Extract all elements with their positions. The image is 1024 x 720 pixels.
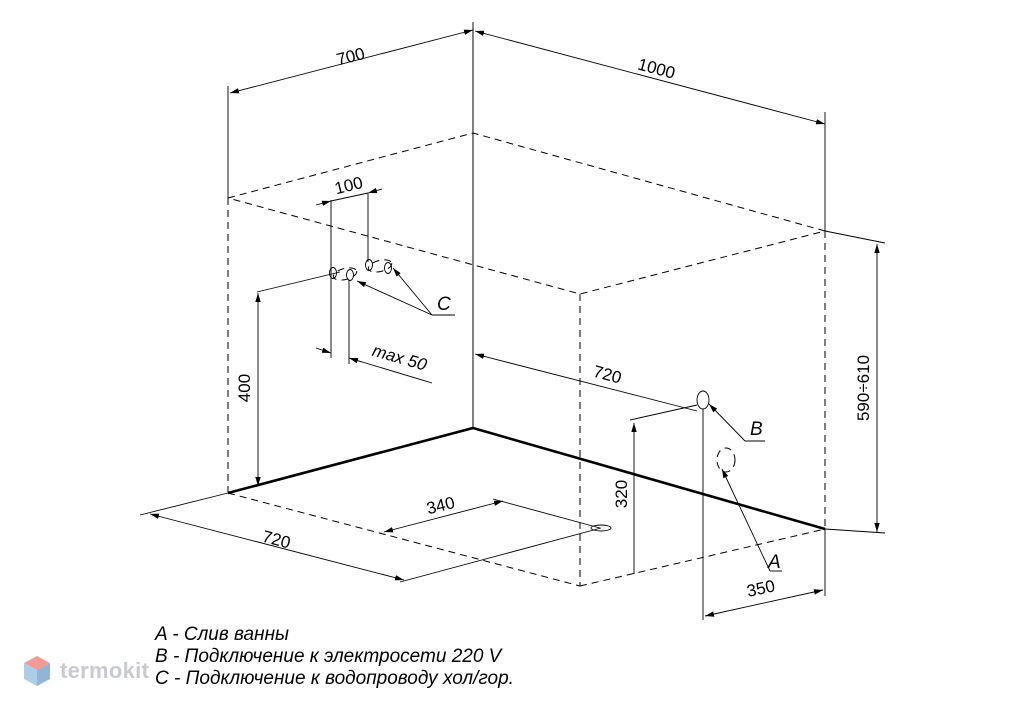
cube-logo-icon bbox=[24, 656, 50, 686]
dimension-max50: max 50 bbox=[315, 341, 433, 384]
dim-350-label: 350 bbox=[745, 576, 777, 600]
dim-720-bottom-label: 720 bbox=[260, 527, 292, 553]
legend-item-c: C - Подключение к водопроводу хол/гор. bbox=[155, 668, 514, 689]
room-walls bbox=[227, 28, 826, 531]
dimension-720-bottom: 720 bbox=[139, 492, 602, 583]
legend: A - Слив ванны B - Подключение к электро… bbox=[155, 624, 514, 690]
dim-590-610-label: 590÷610 bbox=[854, 355, 873, 421]
dim-400-label: 400 bbox=[235, 374, 254, 402]
dim-320-label: 320 bbox=[612, 480, 631, 508]
dim-max50-label: max 50 bbox=[370, 341, 429, 375]
bathtub-outline bbox=[227, 132, 827, 587]
electric-connection: B bbox=[696, 390, 765, 620]
label-c-leader: C bbox=[356, 267, 455, 316]
label-b: B bbox=[750, 419, 763, 440]
drain-connection: A bbox=[590, 447, 782, 573]
dimension-350: 350 bbox=[704, 529, 826, 617]
legend-item-a: A - Слив ванны bbox=[155, 624, 290, 645]
brand-name: termokit bbox=[60, 658, 150, 683]
brand-watermark: termokit bbox=[22, 654, 149, 688]
dimension-height-right: 590÷610 bbox=[824, 230, 886, 534]
dim-1000-label: 1000 bbox=[636, 55, 677, 83]
legend-item-b: B - Подключение к электросети 220 V bbox=[155, 646, 502, 667]
dimension-1000: 1000 bbox=[474, 30, 826, 231]
label-a: A bbox=[767, 552, 781, 573]
dim-700-label: 700 bbox=[335, 44, 367, 69]
dimension-700: 700 bbox=[227, 22, 474, 198]
dimension-340: 340 bbox=[383, 493, 601, 533]
dim-720-inner-label: 720 bbox=[591, 362, 623, 388]
water-connections bbox=[329, 193, 393, 364]
dimension-720-inner: 720 bbox=[474, 353, 698, 412]
label-c: C bbox=[437, 294, 451, 315]
dimension-400: 400 bbox=[235, 271, 341, 486]
dimension-100: 100 bbox=[315, 173, 383, 206]
dimension-320: 320 bbox=[612, 404, 698, 574]
